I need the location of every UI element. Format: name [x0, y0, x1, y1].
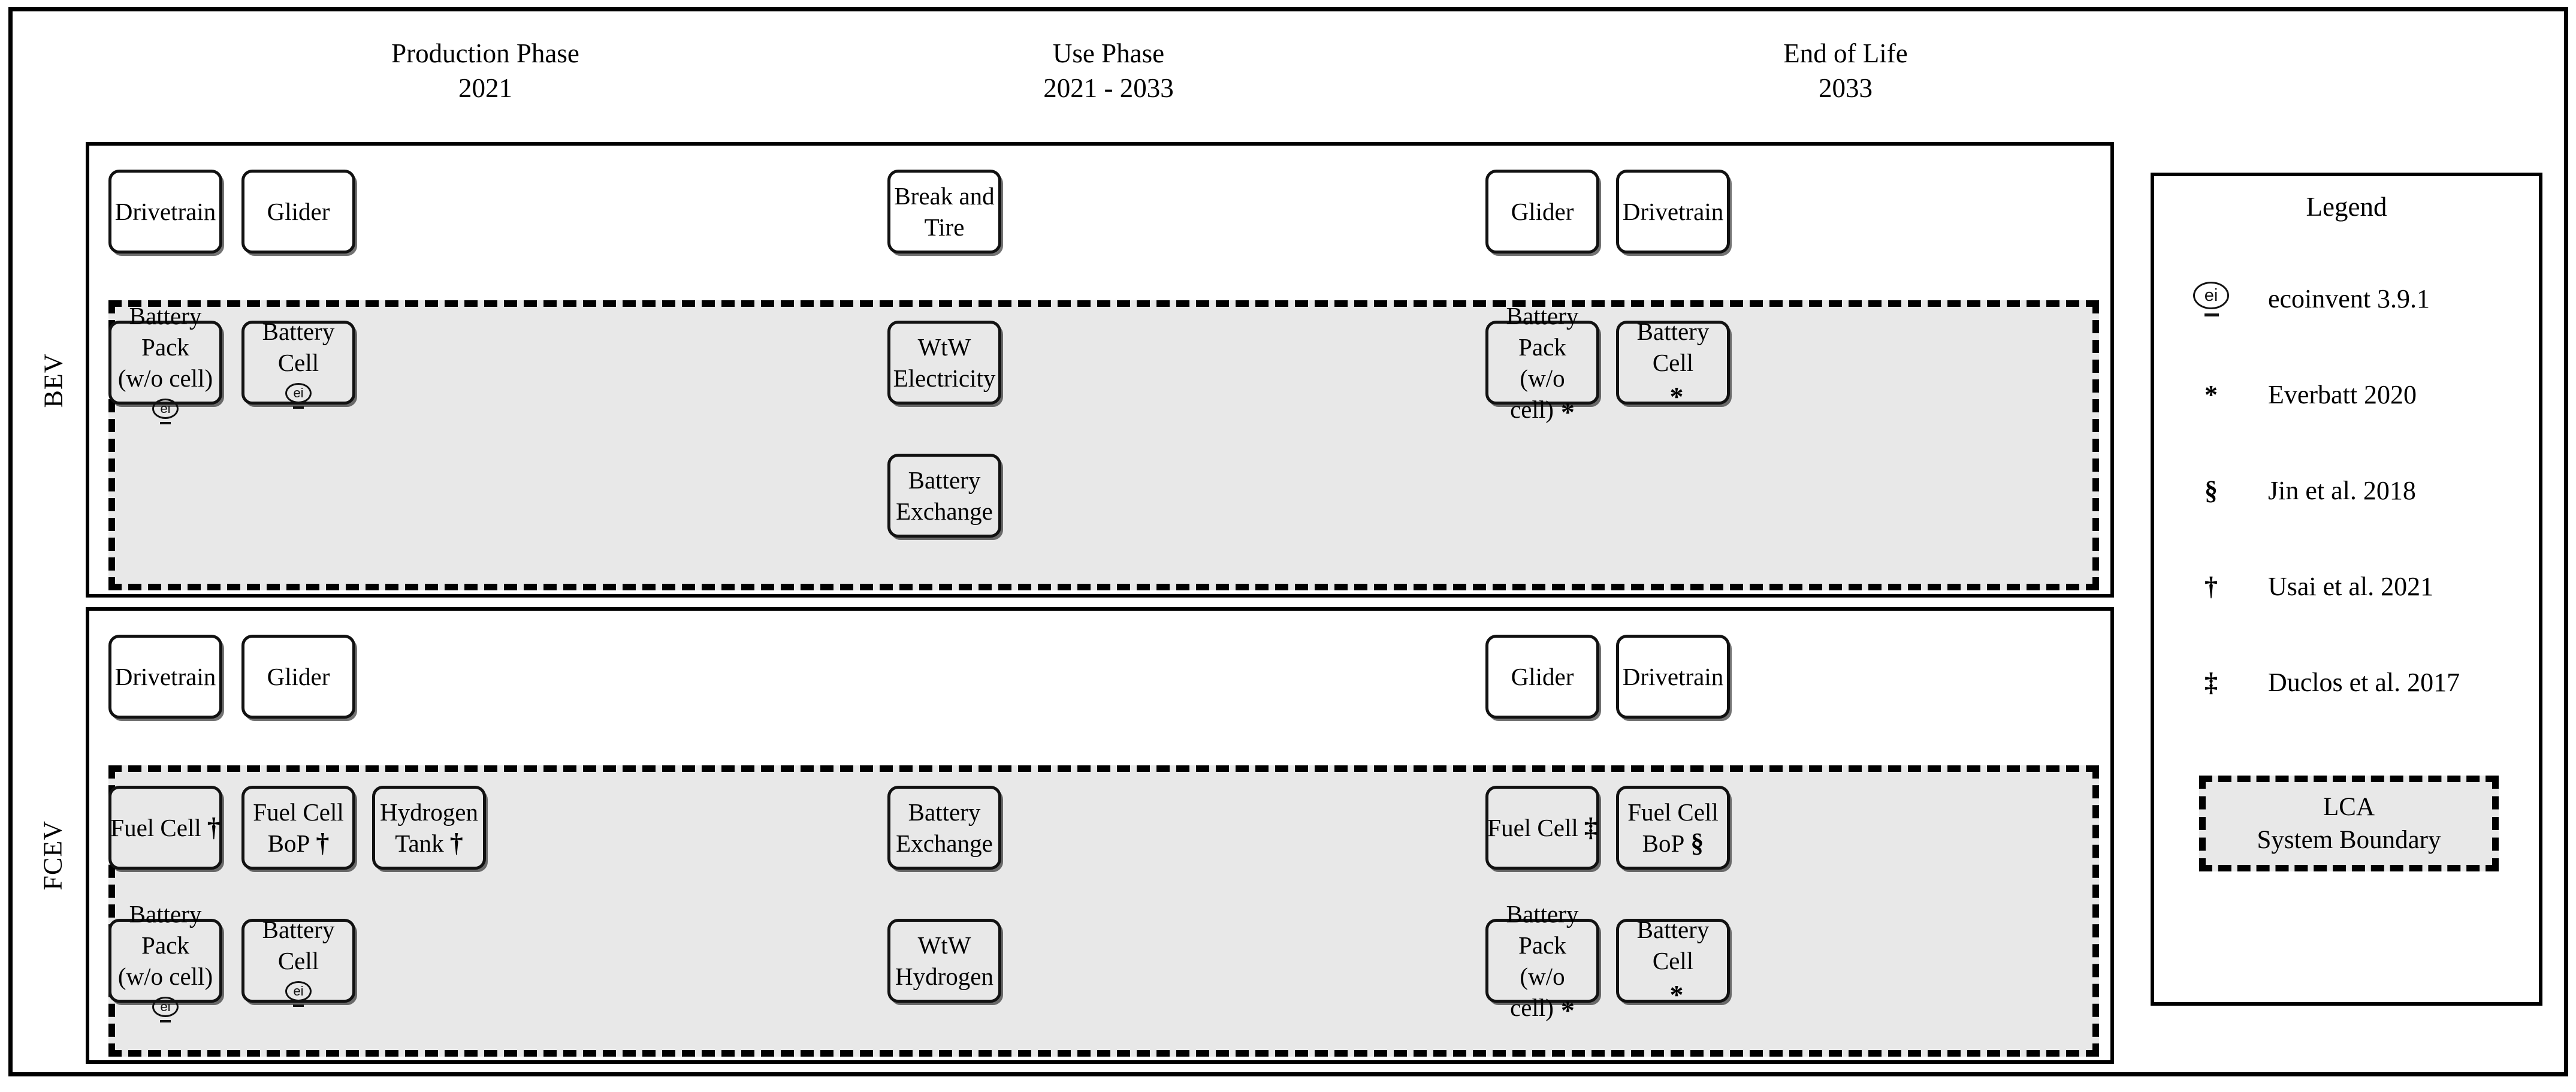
process-label: Glider [1511, 663, 1574, 690]
ecoinvent-icon: ei [285, 382, 313, 409]
process-label: Fuel Cell† [110, 813, 221, 842]
row-label-fcev: FCEV [38, 820, 68, 891]
legend-row-duclos: ‡ Duclos et al. 2017 [2154, 662, 2539, 704]
process-label: Glider [267, 663, 330, 690]
process-box-bev-glider-production[interactable]: Glider [241, 170, 355, 254]
asterisk-marker: * [1560, 995, 1575, 1025]
phase-name: Use Phase [1052, 38, 1165, 68]
process-label: Battery Cell* [1636, 916, 1710, 1010]
process-label: Drivetrain [1622, 198, 1724, 225]
asterisk-marker: * [1669, 979, 1684, 1010]
dagger-marker: † [316, 828, 330, 858]
row-label-bev: BEV [38, 353, 68, 408]
process-box-fcev-drivetrain-production[interactable]: Drivetrain [108, 635, 222, 719]
process-box-fcev-fuel-cell-eol[interactable]: Fuel Cell‡ [1485, 786, 1599, 870]
process-label: Battery Pack(w/o cell)ei [111, 300, 219, 425]
asterisk-marker: * [2204, 380, 2218, 409]
dagger-marker: † [449, 828, 463, 858]
process-box-bev-battery-cell-eol[interactable]: Battery Cell* [1616, 318, 1730, 411]
vehicle-panel-fcev: Drivetrain Glider Glider Drivetrain Fuel… [86, 607, 2114, 1064]
legend-entry-label: Everbatt 2020 [2268, 380, 2417, 409]
process-box-fcev-fuel-cell-production[interactable]: Fuel Cell† [108, 786, 222, 870]
phase-header-production: Production Phase 2021 [300, 36, 671, 105]
asterisk-marker: * [1669, 381, 1684, 412]
legend-row-jin: § Jin et al. 2018 [2154, 470, 2539, 512]
ecoinvent-icon: ei [285, 980, 313, 1007]
process-box-fcev-battery-pack-production[interactable]: Battery Pack(w/o cell)ei [108, 900, 222, 1022]
process-label: Battery Pack(w/o cell)* [1506, 900, 1579, 1025]
process-box-fcev-drivetrain-eol[interactable]: Drivetrain [1616, 635, 1730, 719]
ecoinvent-icon: ei [152, 996, 180, 1023]
phase-years: 2021 [458, 73, 512, 103]
process-box-fcev-glider-production[interactable]: Glider [241, 635, 355, 719]
legend-entry-label: Duclos et al. 2017 [2268, 668, 2460, 697]
process-box-bev-drivetrain-eol[interactable]: Drivetrain [1616, 170, 1730, 254]
legend-row-ecoinvent: ei ecoinvent 3.9.1 [2154, 278, 2539, 320]
double-dagger-marker: ‡ [2204, 668, 2218, 697]
process-label: Battery Pack(w/o cell)* [1506, 302, 1579, 427]
dagger-marker: † [207, 813, 221, 842]
process-label: Drivetrain [114, 198, 216, 225]
phase-years: 2033 [1819, 73, 1873, 103]
process-label: Fuel Cell‡ [1487, 813, 1597, 842]
process-box-bev-battery-pack-production[interactable]: Battery Pack(w/o cell)ei [108, 302, 222, 424]
double-dagger-marker: ‡ [1584, 813, 1597, 842]
process-box-fcev-battery-pack-eol[interactable]: Battery Pack(w/o cell)* [1485, 900, 1599, 1024]
section-marker: § [2204, 476, 2218, 505]
process-box-fcev-battery-cell-eol[interactable]: Battery Cell* [1616, 916, 1730, 1009]
phase-name: Production Phase [391, 38, 579, 68]
legend-entry-label: Jin et al. 2018 [2268, 476, 2416, 505]
phase-header-end-of-life: End of Life 2033 [1660, 36, 2031, 105]
asterisk-marker: * [1560, 397, 1575, 427]
process-label: Drivetrain [114, 663, 216, 690]
process-label: Battery Cell* [1636, 318, 1710, 412]
phase-years: 2021 - 2033 [1043, 73, 1174, 103]
dagger-marker: † [2204, 572, 2218, 601]
legend-entry-label: Usai et al. 2021 [2268, 572, 2434, 601]
process-box-bev-glider-eol[interactable]: Glider [1485, 170, 1599, 254]
section-marker: § [1690, 828, 1704, 858]
legend-row-usai: † Usai et al. 2021 [2154, 566, 2539, 608]
process-label: Glider [1511, 198, 1574, 225]
process-label: Battery Pack(w/o cell)ei [111, 898, 219, 1023]
legend-panel: Legend ei ecoinvent 3.9.1 * Everbatt 202… [2151, 173, 2542, 1006]
ecoinvent-icon: ei [152, 397, 180, 425]
legend-row-everbatt: * Everbatt 2020 [2154, 374, 2539, 416]
process-box-bev-battery-pack-eol[interactable]: Battery Pack(w/o cell)* [1485, 302, 1599, 426]
ecoinvent-icon: ei [2154, 280, 2268, 318]
process-label: Drivetrain [1622, 663, 1724, 690]
process-box-bev-drivetrain-production[interactable]: Drivetrain [108, 170, 222, 254]
process-label: Glider [267, 198, 330, 225]
process-box-fcev-glider-eol[interactable]: Glider [1485, 635, 1599, 719]
lca-system-boundary-bev [108, 300, 2099, 590]
phase-header-use: Use Phase 2021 - 2033 [923, 36, 1294, 105]
phase-name: End of Life [1783, 38, 1908, 68]
legend-entry-label: ecoinvent 3.9.1 [2268, 284, 2430, 313]
legend-title: Legend [2306, 192, 2387, 222]
